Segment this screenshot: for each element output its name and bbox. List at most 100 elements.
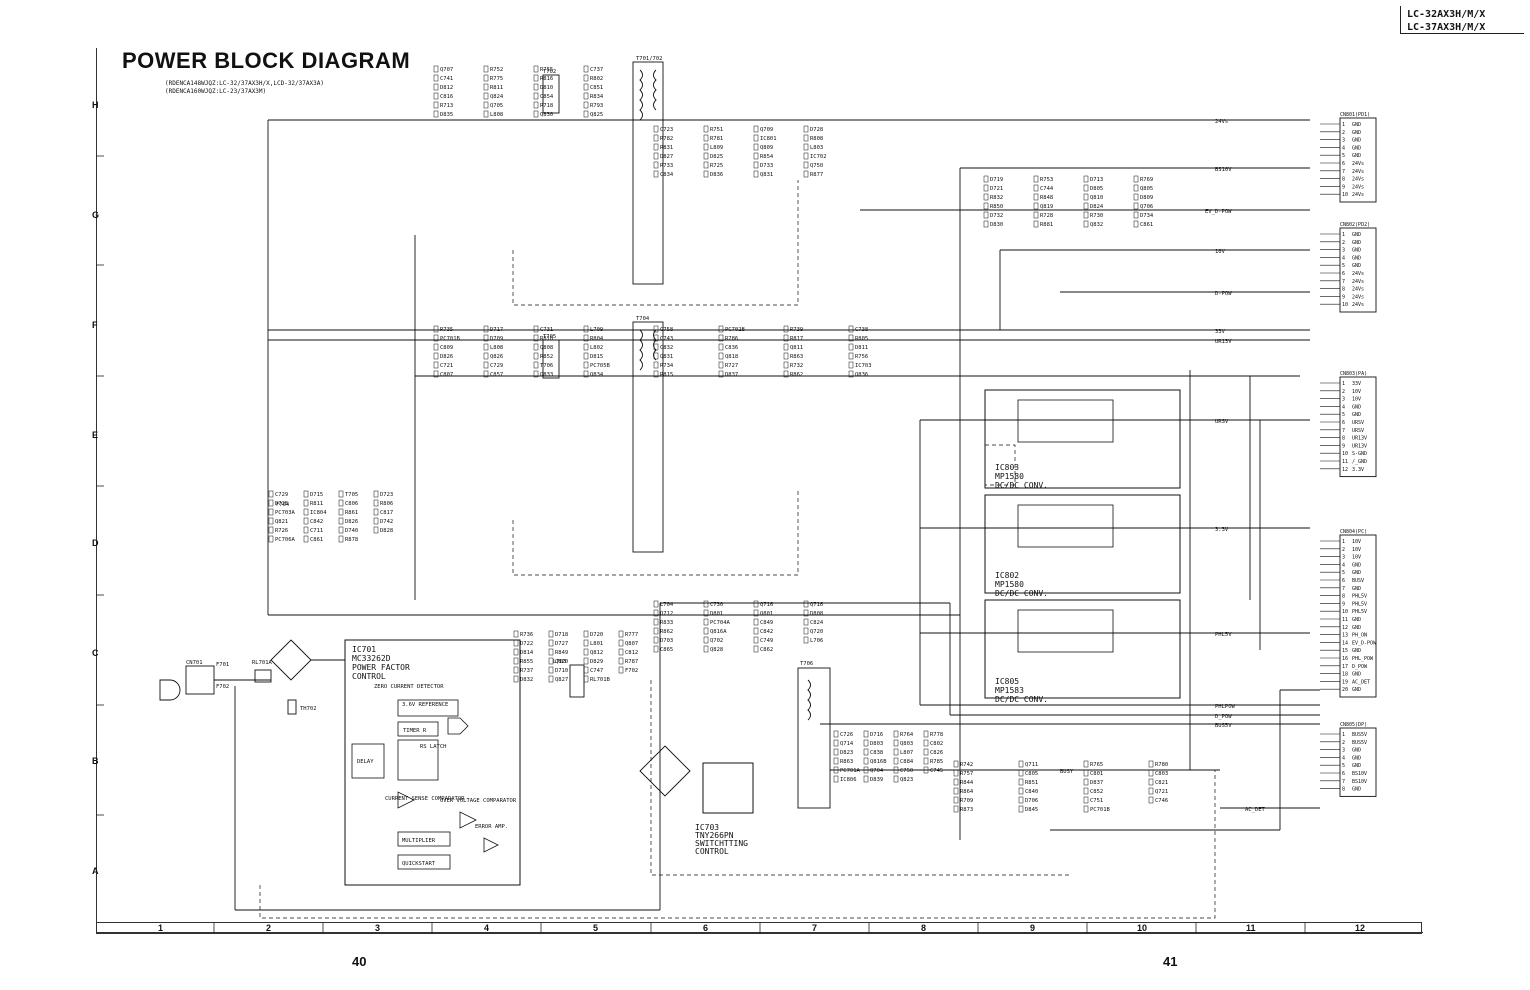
cn804-box — [1339, 534, 1377, 698]
net-ur13v: UR13V — [1215, 339, 1232, 345]
net-phl5v: PHL5V — [1215, 632, 1232, 638]
dcdc-converters: IC803 MP1580 DC/DC CONV. IC802 MP1580 DC… — [984, 389, 1181, 704]
component-ref: R861 — [345, 510, 358, 516]
row-label-d: D — [92, 538, 99, 548]
component-ref: IC804 — [310, 510, 327, 516]
component-symbol — [1018, 796, 1024, 804]
component-symbol — [753, 161, 759, 169]
component-ref: L807 — [900, 750, 913, 756]
cn803-signal: GND — [1352, 412, 1361, 418]
component-symbol — [533, 110, 539, 118]
component-ref: Q825 — [590, 112, 603, 118]
component-symbol — [1083, 211, 1089, 219]
component-symbol — [653, 325, 659, 333]
cn804-signal: 10V — [1352, 547, 1361, 553]
component-symbol — [1083, 193, 1089, 201]
component-ref: R781 — [710, 136, 723, 142]
component-symbol — [848, 370, 854, 378]
component-ref: RL701B — [590, 677, 611, 683]
cn803-signal: S-GND — [1352, 451, 1367, 457]
cn804-pin: 17 — [1342, 664, 1348, 670]
component-ref: R764 — [900, 732, 914, 738]
component-symbol — [653, 600, 659, 608]
component-ref: IC806 — [840, 777, 857, 783]
cn804-signal: GND — [1352, 648, 1361, 654]
diagram-frame — [96, 48, 1423, 933]
cn803-pin: 1 — [1342, 381, 1345, 387]
component-ref: D830 — [990, 222, 1003, 228]
component-symbol — [433, 74, 439, 82]
column-label-6: 6 — [703, 923, 709, 933]
cn803-signal: 33V — [1352, 381, 1361, 387]
ic802-func: DC/DC CONV. — [995, 589, 1048, 598]
component-ref: PC706A — [275, 537, 296, 543]
input-th702: TH702 — [300, 706, 317, 712]
component-symbol — [703, 152, 709, 160]
cn801-pin: 1 — [1342, 122, 1345, 128]
component-ref: C730 — [710, 602, 723, 608]
row-label-h: H — [92, 100, 99, 110]
component-symbol — [653, 343, 659, 351]
component-ref: L802 — [590, 345, 603, 351]
input-rl701a: RL701A — [252, 660, 273, 666]
input-section — [159, 639, 691, 797]
cn804-pin: 15 — [1342, 648, 1348, 654]
component-symbol — [653, 627, 659, 635]
component-symbol — [483, 92, 489, 100]
cn801-signal: 24Vs — [1352, 192, 1364, 198]
column-label-1: 1 — [158, 923, 164, 933]
component-symbol — [803, 627, 809, 635]
cn803-signal: 10V — [1352, 397, 1361, 403]
cn804-signal: 10V — [1352, 539, 1361, 545]
cn803-signal: URSV — [1352, 428, 1364, 434]
component-symbol — [653, 609, 659, 617]
block-timer-r: TIMER R — [403, 728, 427, 734]
component-ref: Q810 — [1090, 195, 1103, 201]
component-symbol — [803, 170, 809, 178]
component-symbol — [548, 630, 554, 638]
component-ref: Q831 — [660, 354, 673, 360]
cn801-box — [1339, 117, 1377, 203]
component-ref: C806 — [345, 501, 358, 507]
component-ref: Q705 — [490, 103, 503, 109]
component-symbol — [373, 508, 379, 516]
component-ref: R855 — [520, 659, 533, 665]
cn803-signal: UR13V — [1352, 436, 1367, 442]
component-symbol — [1083, 805, 1089, 813]
column-label-5: 5 — [593, 923, 599, 933]
model-number-box: LC-32AX3H/M/X LC-37AX3H/M/X — [1400, 6, 1524, 34]
component-ref: R730 — [1090, 213, 1103, 219]
input-f702: F702 — [216, 684, 229, 690]
component-ref: D835 — [440, 112, 453, 118]
cn802-pin: 7 — [1342, 279, 1345, 285]
net-bs10v: BS10V — [1215, 167, 1232, 173]
component-symbol — [653, 161, 659, 169]
cn803-pin: 12 — [1342, 467, 1348, 473]
component-ref: Q711 — [1025, 762, 1038, 768]
component-ref: Q834 — [590, 372, 604, 378]
component-symbol — [533, 74, 539, 82]
cn804-signal: GND — [1352, 617, 1361, 623]
component-symbol — [953, 796, 959, 804]
component-symbol — [433, 110, 439, 118]
component-symbol — [923, 730, 929, 738]
component-ref: D837 — [1090, 780, 1103, 786]
ic701-part: MC33262D — [352, 654, 391, 663]
component-symbol — [1148, 769, 1154, 777]
component-symbol — [583, 325, 589, 333]
component-symbol — [718, 325, 724, 333]
cn802-pin: 9 — [1342, 294, 1345, 300]
cn801-pin: 3 — [1342, 138, 1345, 144]
cn804-signal: GND — [1352, 570, 1361, 576]
component-ref: D837 — [725, 372, 738, 378]
component-symbol — [533, 325, 539, 333]
input-f701: F701 — [216, 662, 229, 668]
row-label-f: F — [92, 320, 98, 330]
component-ref: C824 — [810, 620, 824, 626]
component-symbol — [983, 220, 989, 228]
component-symbol — [1148, 778, 1154, 786]
block-current-sense: CURRENT SENSE COMPARATOR — [385, 796, 465, 802]
component-symbol — [1083, 220, 1089, 228]
component-symbol — [338, 499, 344, 507]
cn805-signal: BS10V — [1352, 779, 1367, 785]
